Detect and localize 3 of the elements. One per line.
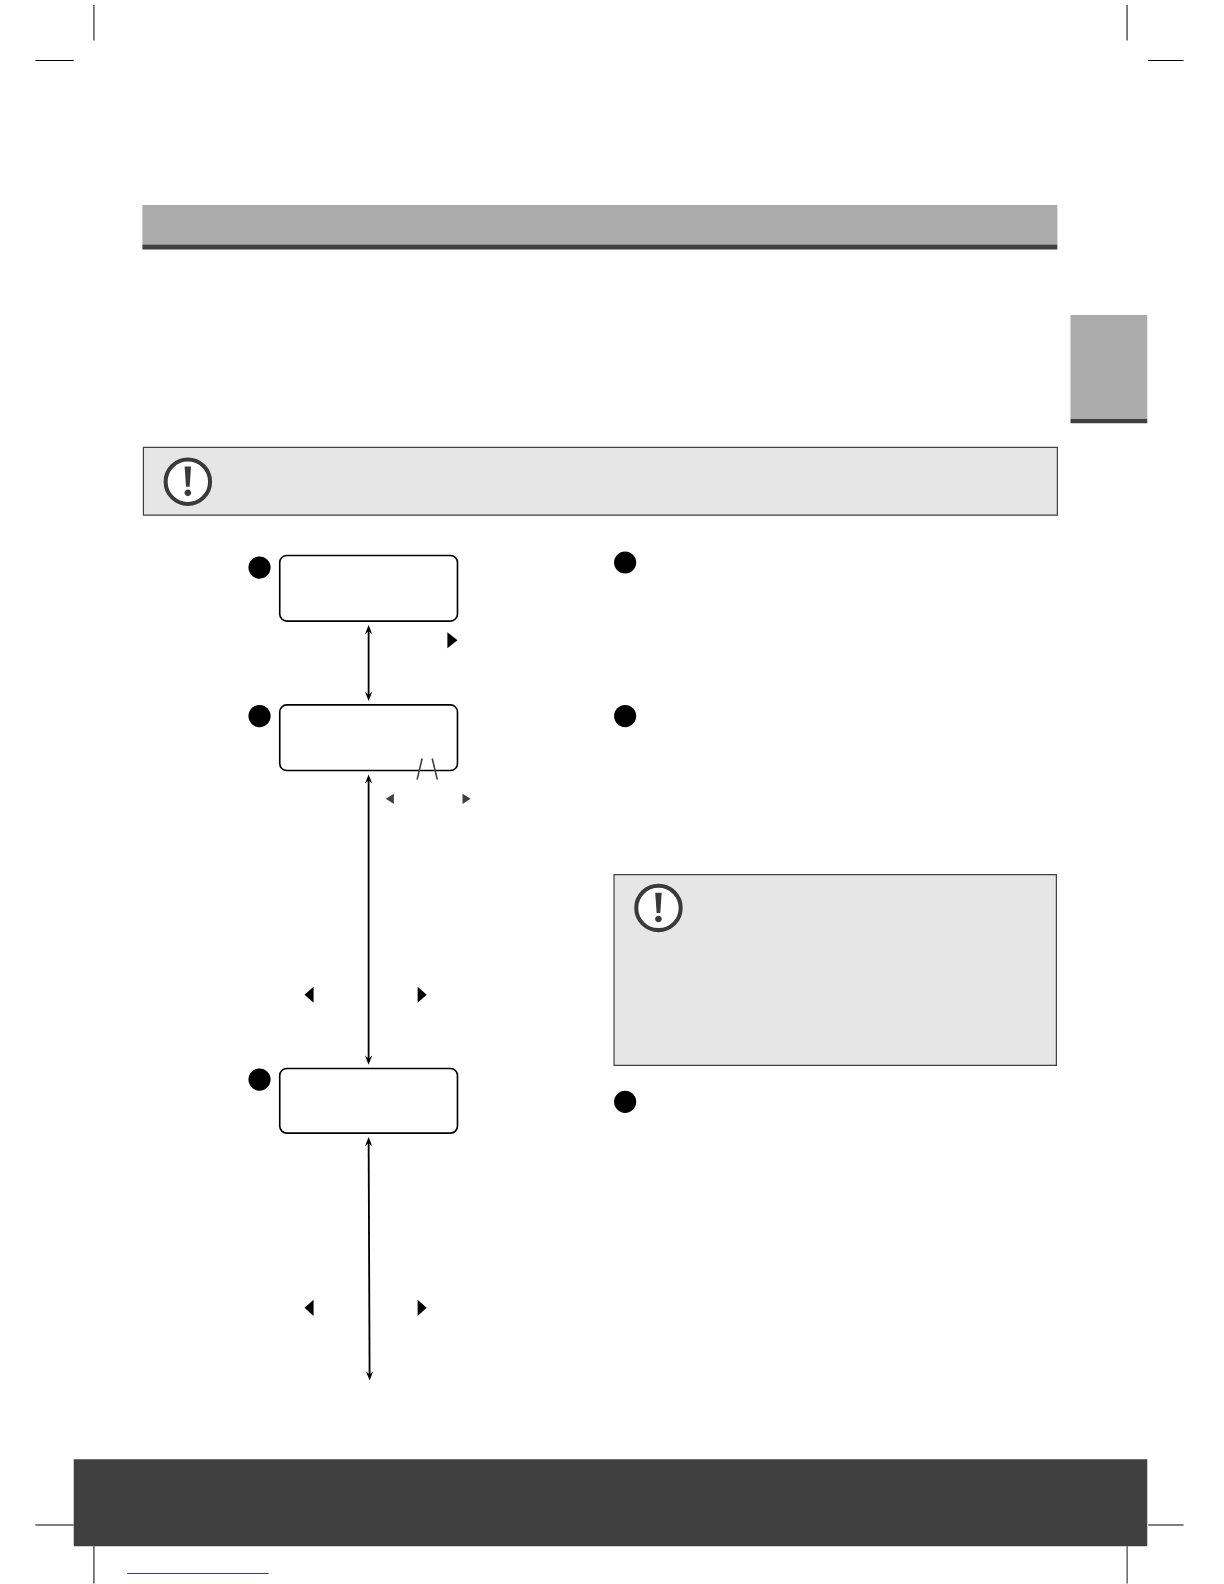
display-box xyxy=(278,1067,459,1134)
display-box xyxy=(278,554,459,622)
display-box xyxy=(278,704,459,772)
